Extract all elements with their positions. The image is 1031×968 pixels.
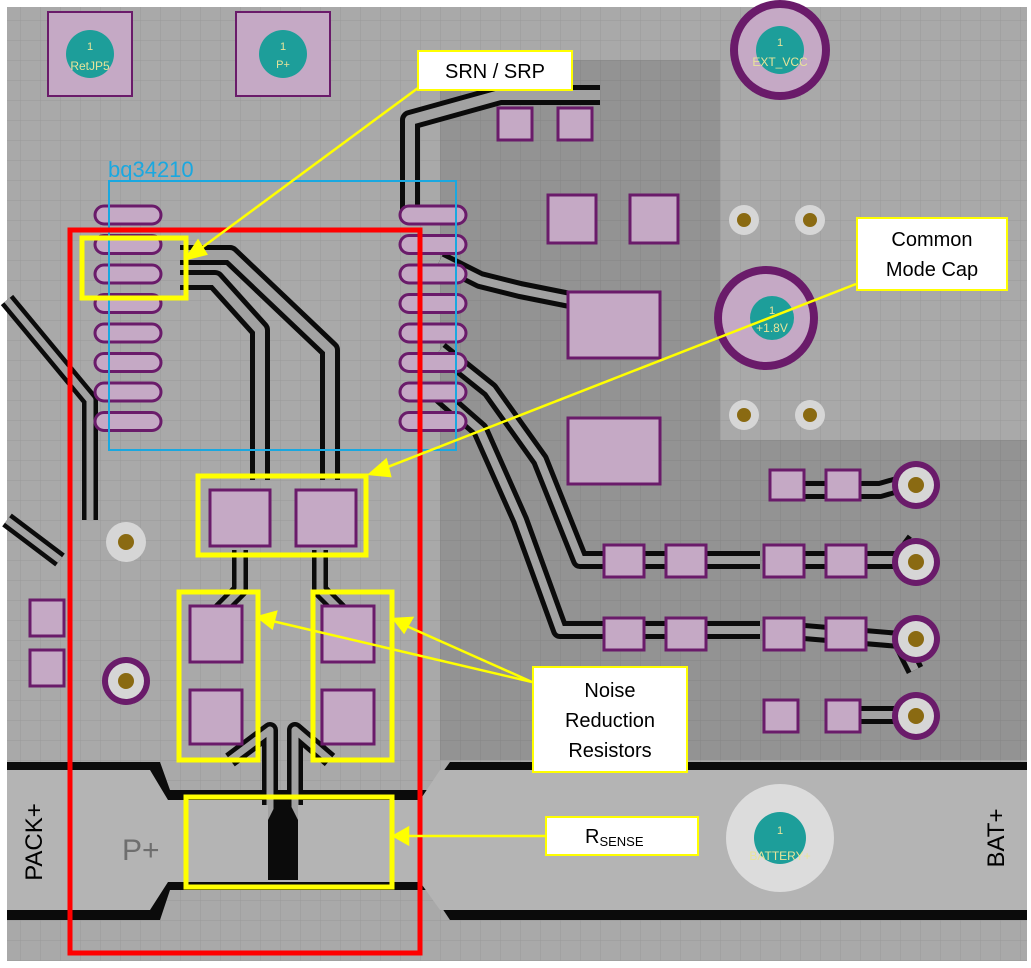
- pad: [28, 648, 66, 688]
- test-point-battery: 1 BATTERY+: [726, 784, 834, 892]
- callout-rsense: RSENSE: [545, 816, 699, 856]
- ext-vcc-pin-number: 1: [777, 37, 783, 49]
- noise-resistor-right-highlight: [310, 589, 395, 763]
- pad: [762, 698, 800, 734]
- pad: [188, 688, 244, 746]
- ic-pin-right: [398, 204, 468, 226]
- rsense-main: R: [585, 826, 599, 848]
- p-plus-pin-number: 1: [280, 41, 286, 53]
- jp5-pin-number: 1: [87, 41, 93, 53]
- pad: [556, 106, 594, 142]
- ic-pin-left: [93, 381, 163, 403]
- common-mode-arrowhead: [367, 457, 392, 478]
- ic-pin-left: [93, 263, 163, 285]
- pad: [602, 543, 646, 579]
- jp5-label: RetJP5: [70, 59, 110, 73]
- pad: [762, 616, 806, 652]
- pad: [188, 604, 244, 664]
- test-point-p-plus: 1 P+: [235, 11, 331, 97]
- pad: [566, 416, 662, 486]
- ic-pin-left: [93, 204, 163, 226]
- noise-right-arrowhead: [391, 616, 415, 635]
- callout-arrows: [183, 86, 857, 847]
- p-plus-pad-label: P+: [276, 59, 290, 71]
- pack-plus-label: PACK+: [21, 803, 48, 881]
- pad: [824, 468, 862, 502]
- ic-pin-left: [93, 352, 163, 373]
- pad: [762, 543, 806, 579]
- pad: [566, 290, 662, 360]
- srn-srp-highlight: [79, 235, 189, 301]
- ic-pin-right: [398, 293, 468, 314]
- callout-noise-resistors: Noise Reduction Resistors: [532, 666, 688, 773]
- ic-pin-group: [93, 204, 468, 432]
- rsense-copper: [190, 790, 385, 880]
- battery-pin-number: 1: [777, 825, 783, 837]
- via-group: [102, 205, 940, 740]
- p-plus-silk: P+: [122, 834, 160, 867]
- pad: [208, 488, 272, 548]
- ic-pin-right: [398, 381, 468, 403]
- pad: [320, 604, 376, 664]
- noise-resistor-left-highlight: [176, 589, 261, 763]
- pad: [664, 543, 708, 579]
- ic-pin-left: [93, 322, 163, 344]
- battery-label: BATTERY+: [749, 849, 810, 863]
- rsense-arrowhead: [391, 825, 410, 847]
- smd-pads: [28, 106, 868, 746]
- v18-label: +1.8V: [756, 321, 788, 335]
- ic-outline: [108, 180, 457, 451]
- ic-pin-right: [398, 322, 468, 344]
- pad: [768, 468, 806, 502]
- noise-line1: Noise: [584, 680, 635, 702]
- common-mode-arrow: [379, 282, 857, 472]
- noise-left-arrow: [267, 618, 533, 684]
- pad: [28, 598, 66, 638]
- v18-pin-number: 1: [769, 305, 775, 317]
- noise-line2: Reduction: [565, 710, 655, 732]
- callout-common-mode-cap: Common Mode Cap: [856, 217, 1008, 291]
- ic-pin-left: [93, 411, 163, 432]
- common-mode-line2: Mode Cap: [886, 259, 978, 281]
- noise-right-arrow: [401, 622, 533, 684]
- noise-line3: Resistors: [568, 740, 651, 762]
- pad: [824, 616, 868, 652]
- sense-path-frame: [67, 227, 423, 956]
- ic-pin-right: [398, 352, 468, 373]
- callout-srn-srp: SRN / SRP: [417, 50, 573, 91]
- highlight-boxes: [79, 235, 395, 890]
- test-point-jp5: 1 RetJP5: [47, 11, 133, 97]
- pad: [320, 688, 376, 746]
- ic-pin-right: [398, 411, 468, 432]
- ic-pin-right: [398, 263, 468, 285]
- pad: [602, 616, 646, 652]
- ic-pin-right: [398, 234, 468, 255]
- rsense-subscript: SENSE: [599, 834, 643, 849]
- srn-srp-text: SRN / SRP: [445, 61, 545, 83]
- common-mode-line1: Common: [891, 229, 972, 251]
- noise-left-arrowhead: [255, 610, 278, 631]
- srn-srp-arrowhead: [183, 238, 208, 261]
- srn-srp-arrow: [195, 86, 419, 254]
- pad: [628, 193, 680, 245]
- ext-vcc-label: EXT_VCC: [752, 55, 808, 69]
- rsense-label: RSENSE: [585, 826, 644, 849]
- rsense-highlight: [183, 794, 395, 890]
- bat-plus-label: BAT+: [983, 809, 1010, 868]
- pad: [824, 543, 868, 579]
- test-point-ext-vcc: 1 EXT_VCC: [730, 0, 830, 100]
- pad: [294, 488, 358, 548]
- pad: [496, 106, 534, 142]
- pad: [546, 193, 598, 245]
- power-pour: [7, 762, 1027, 920]
- pad: [664, 616, 708, 652]
- ic-label: bq34210: [108, 157, 194, 182]
- pad: [824, 698, 862, 734]
- common-mode-cap-highlight: [195, 473, 369, 558]
